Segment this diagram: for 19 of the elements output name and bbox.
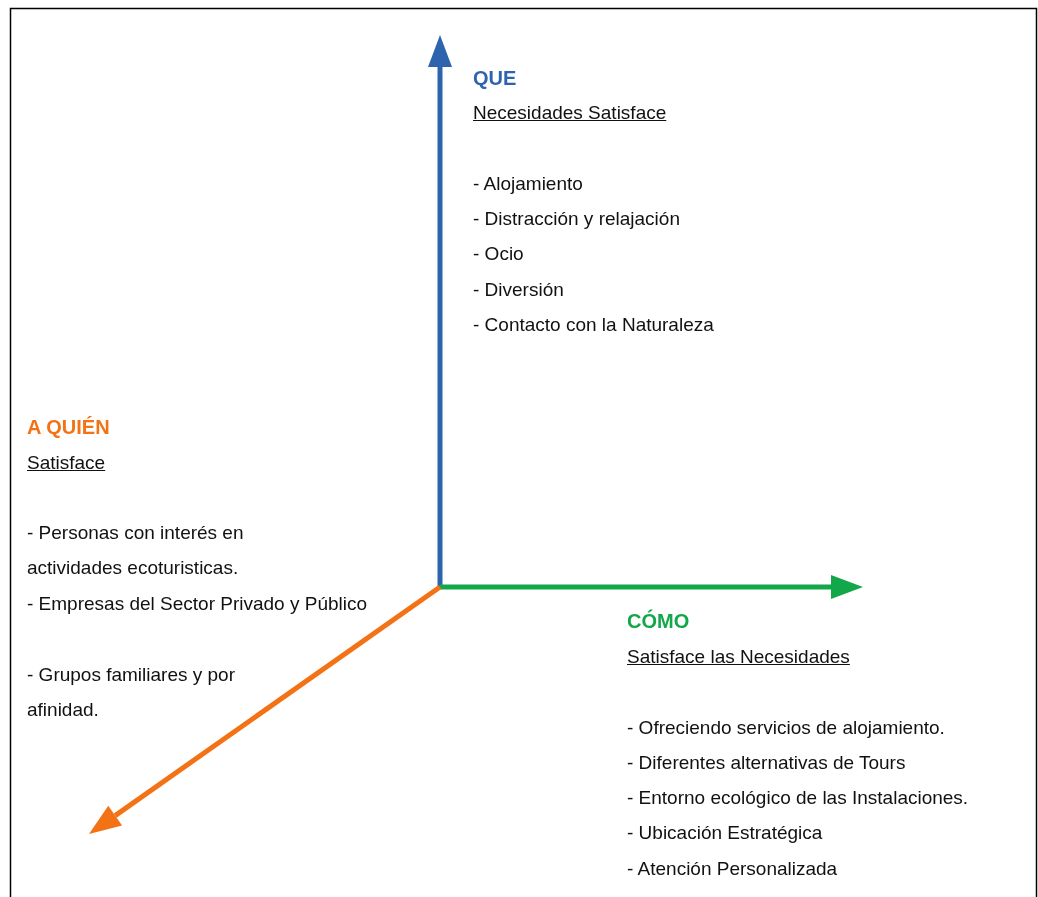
- list-item: - Entorno ecológico de las Instalaciones.: [627, 786, 969, 810]
- list-item: - Distracción y relajación: [473, 207, 680, 231]
- axis-heading: CÓMO: [627, 608, 690, 634]
- list-item: - Ubicación Estratégica: [627, 821, 823, 845]
- list-item: - Ofreciendo servicios de alojamiento.: [627, 716, 945, 740]
- list-item: - Contacto con la Naturaleza: [473, 313, 714, 337]
- list-item: - Empresas del Sector Privado y Público: [27, 592, 369, 616]
- axis-subheading: Necesidades Satisface: [473, 101, 667, 125]
- axis-heading: QUE: [473, 66, 517, 91]
- list-item: - Ocio: [473, 242, 524, 266]
- axis-subheading: Satisface las Necesidades: [627, 645, 850, 669]
- list-item: - Diferentes alternativas de Tours: [627, 751, 906, 775]
- list-item: - Grupos familiares y por afinidad.: [27, 663, 236, 722]
- axis-heading: A QUIÉN: [27, 415, 110, 440]
- list-item: - Diversión: [473, 278, 564, 302]
- axis-subheading: Satisface: [27, 451, 106, 475]
- list-item: - Personas con interés en actividades ecoturisticas.: [27, 521, 245, 580]
- list-item: - Atención Personalizada: [627, 857, 838, 881]
- list-item: - Alojamiento: [473, 172, 583, 196]
